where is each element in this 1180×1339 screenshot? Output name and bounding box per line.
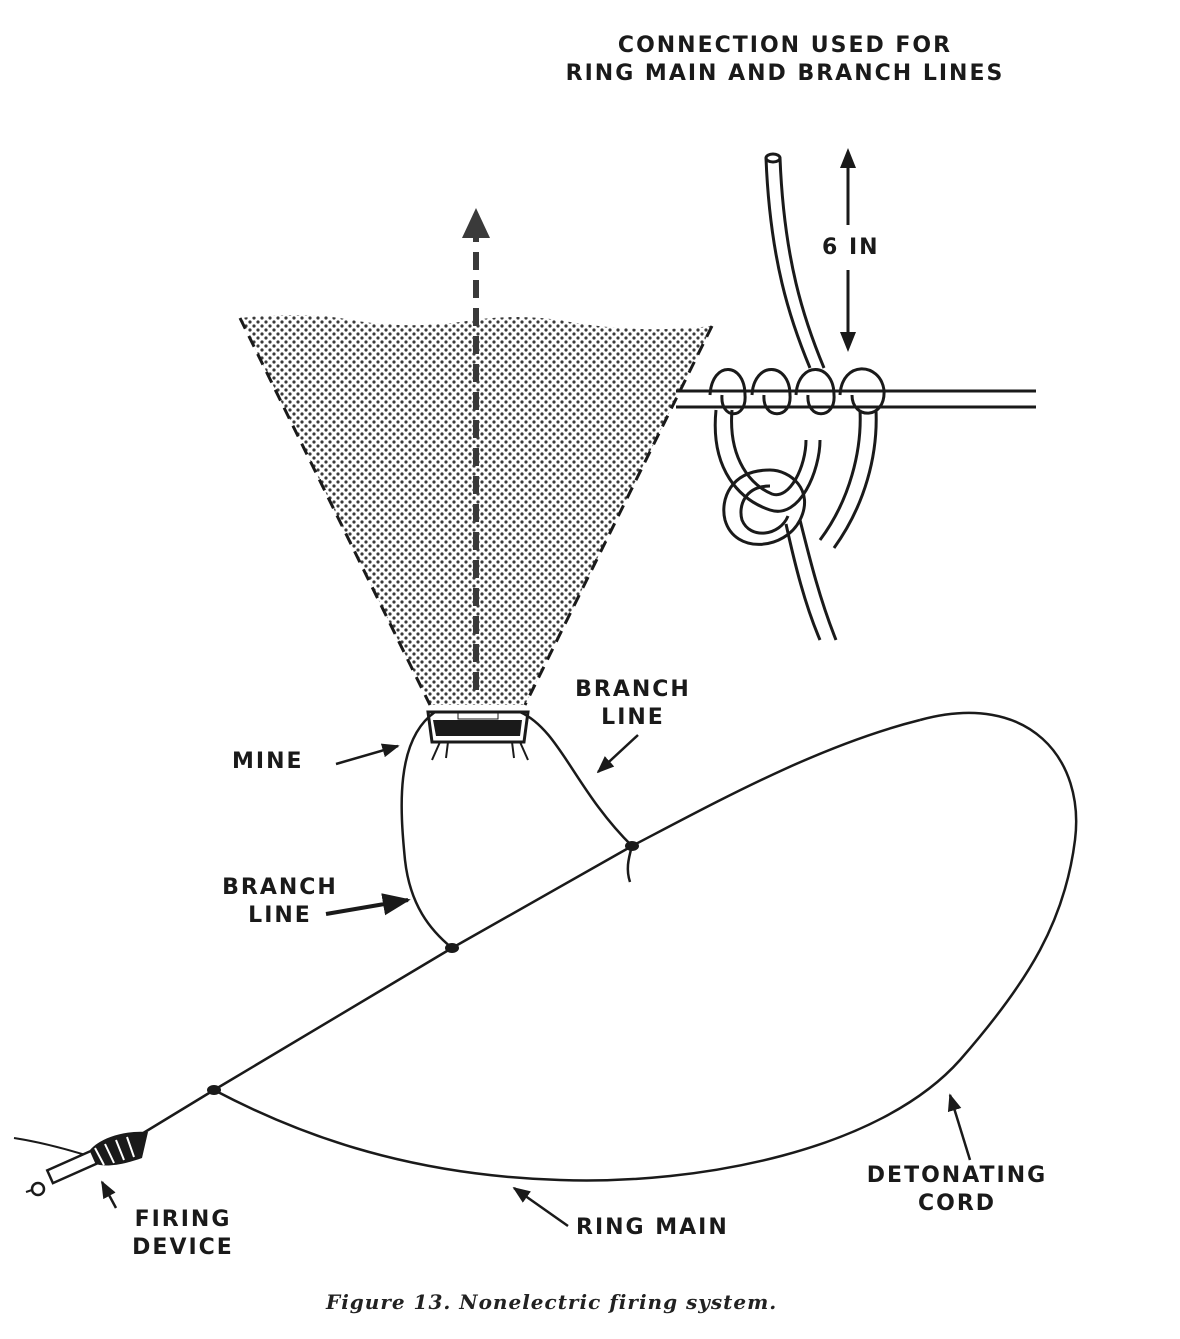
label-detonating-cord-2: CORD (917, 1191, 997, 1216)
label-branch-line-upper: BRANCH LINE (568, 676, 698, 732)
label-branch-line-lower: BRANCH LINE (210, 874, 350, 930)
label-ring-main: RING MAIN (576, 1215, 729, 1240)
label-firing-device: FIRING DEVICE (118, 1206, 248, 1262)
connection-title-line1: CONNECTION USED FOR (617, 33, 953, 58)
dimension-arrow-icon (840, 148, 856, 352)
dimension-label: 6 IN (822, 235, 880, 260)
label-detonating-cord: DETONATING CORD (852, 1162, 1062, 1218)
label-mine: MINE (232, 749, 304, 774)
detonating-cord-loop (213, 711, 1078, 1182)
label-branch-line-upper-2: LINE (601, 705, 665, 730)
label-branch-line-lower-2: LINE (248, 903, 312, 928)
direction-arrow-icon (462, 208, 490, 690)
label-branch-line-lower-1: BRANCH (222, 875, 338, 900)
firing-device-icon (13, 1131, 148, 1197)
figure-caption: Figure 13. Nonelectric firing system. (326, 1290, 778, 1314)
junction-knots (207, 841, 639, 1095)
connection-title: CONNECTION USED FOR RING MAIN AND BRANCH… (560, 32, 1010, 88)
label-firing-device-1: FIRING (134, 1207, 232, 1232)
pointer-arrows (100, 734, 972, 1228)
knot-connection-detail (676, 152, 1036, 641)
label-branch-line-upper-1: BRANCH (575, 677, 691, 702)
connection-title-line2: RING MAIN AND BRANCH LINES (565, 61, 1005, 86)
label-detonating-cord-1: DETONATING (866, 1163, 1048, 1188)
label-firing-device-2: DEVICE (132, 1235, 234, 1260)
mine-icon (426, 710, 530, 761)
